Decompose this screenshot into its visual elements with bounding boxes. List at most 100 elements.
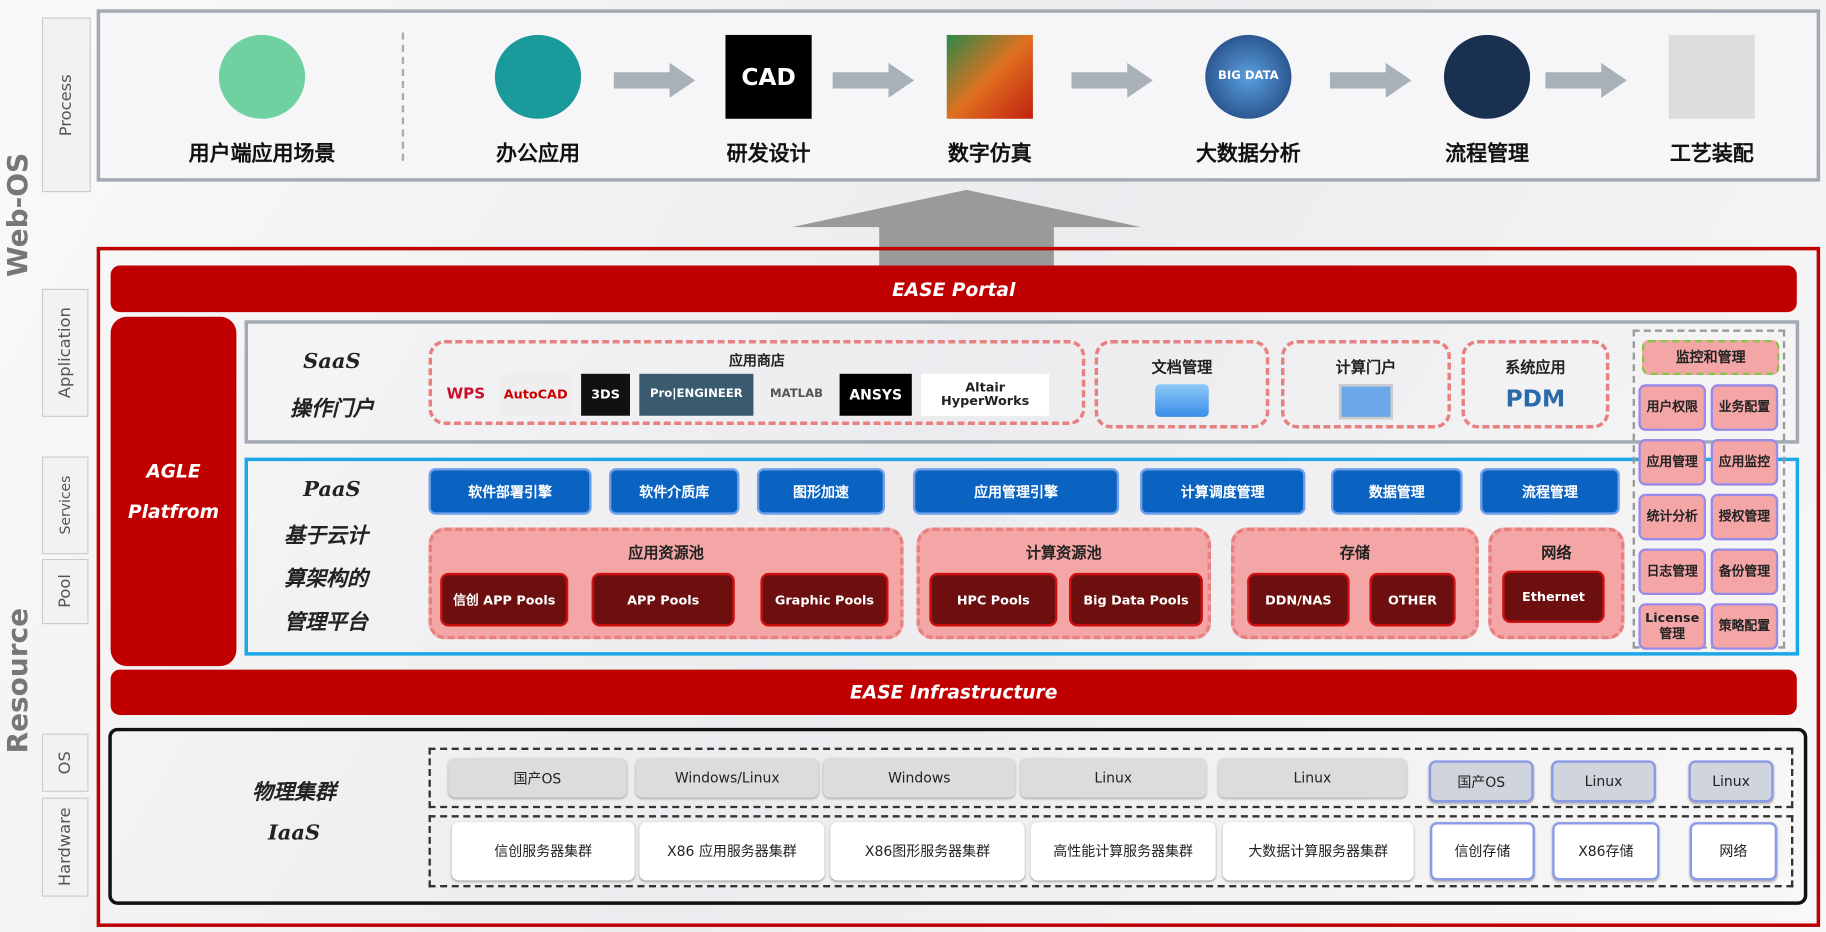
pool-item[interactable]: Big Data Pools bbox=[1069, 572, 1203, 627]
paas-sublabel-2: 算架构的 bbox=[284, 567, 368, 592]
gear-gavel-icon bbox=[1443, 34, 1531, 119]
process-label: Process bbox=[41, 17, 91, 193]
monitor-item[interactable]: 应用管理 bbox=[1638, 439, 1706, 486]
right-arrow-icon bbox=[1071, 62, 1153, 98]
process-step-label: 研发设计 bbox=[726, 142, 811, 167]
pool-item[interactable]: DDN/NAS bbox=[1247, 572, 1350, 627]
service-button[interactable]: 软件部署引擎 bbox=[428, 468, 592, 515]
right-arrow-icon bbox=[1329, 62, 1412, 98]
hardware-item[interactable]: X86存储 bbox=[1552, 822, 1660, 881]
pool-item[interactable]: APP Pools bbox=[591, 572, 735, 627]
compute-portal[interactable]: 计算门户 bbox=[1280, 340, 1451, 429]
pool-title: 应用资源池 bbox=[628, 544, 704, 563]
os-item[interactable]: Windows/Linux bbox=[635, 758, 819, 798]
hardware-item[interactable]: 信创服务器集群 bbox=[451, 822, 635, 881]
os-item[interactable]: Windows bbox=[823, 758, 1016, 798]
monitor-panel bbox=[1632, 329, 1786, 649]
services-label: Services bbox=[41, 456, 89, 555]
service-button[interactable]: 数据管理 bbox=[1331, 468, 1463, 515]
service-button[interactable]: 计算调度管理 bbox=[1140, 468, 1306, 515]
monitor-item[interactable]: 统计分析 bbox=[1638, 493, 1706, 541]
os-item[interactable]: Linux bbox=[1551, 760, 1656, 803]
monitor-item[interactable]: License管理 bbox=[1638, 603, 1706, 650]
os-label: OS bbox=[41, 733, 89, 792]
system-app[interactable]: 系统应用 PDM bbox=[1461, 340, 1610, 429]
platform-line1: AGLE bbox=[146, 459, 201, 483]
iaas-panel bbox=[108, 727, 1808, 905]
os-item[interactable]: 国产OS bbox=[448, 758, 627, 798]
app-logo[interactable]: 3DS bbox=[581, 373, 630, 416]
resource-label: Resource bbox=[1, 608, 34, 754]
ease-infrastructure-bar: EASE Infrastructure bbox=[110, 669, 1797, 716]
hardware-row bbox=[428, 815, 1794, 888]
paas-panel bbox=[244, 457, 1800, 656]
service-button[interactable]: 图形加速 bbox=[756, 468, 886, 515]
hardware-item[interactable]: X86图形服务器集群 bbox=[830, 822, 1025, 881]
folder-chart-icon bbox=[1155, 384, 1209, 417]
big-data-globe-icon: BIG DATA bbox=[1205, 34, 1292, 119]
pool-item[interactable]: Graphic Pools bbox=[760, 572, 889, 627]
right-arrow-icon bbox=[613, 62, 696, 98]
doc-title: 文档管理 bbox=[1151, 359, 1213, 378]
ease-portal-bar: EASE Portal bbox=[110, 265, 1797, 313]
os-item[interactable]: Linux bbox=[1020, 758, 1207, 798]
paas-label: PaaS bbox=[303, 477, 361, 502]
app-logo[interactable]: ANSYS bbox=[839, 373, 912, 416]
monitor-item[interactable]: 策略配置 bbox=[1710, 603, 1779, 650]
monitor-item[interactable]: 业务配置 bbox=[1710, 384, 1779, 431]
assembly-parts-icon bbox=[1668, 34, 1755, 119]
app-logo[interactable]: Pro|ENGINEER bbox=[639, 373, 754, 416]
iaas-sublabel: IaaS bbox=[267, 820, 321, 846]
hardware-item[interactable]: 信创存储 bbox=[1430, 822, 1535, 881]
right-arrow-icon bbox=[1545, 62, 1627, 98]
monitor-item[interactable]: 用户权限 bbox=[1638, 384, 1706, 431]
matlab-surface-icon bbox=[946, 34, 1033, 119]
os-row bbox=[428, 747, 1794, 809]
platform-line2: Platfrom bbox=[127, 500, 220, 523]
paas-sublabel-3: 管理平台 bbox=[284, 610, 368, 635]
process-step-label: 数字仿真 bbox=[947, 142, 1032, 167]
pool-title: 计算资源池 bbox=[1025, 544, 1102, 563]
hardware-item[interactable]: 网络 bbox=[1689, 822, 1778, 881]
right-arrow-icon bbox=[832, 62, 915, 98]
app-logo[interactable]: AutoCAD bbox=[499, 373, 572, 416]
paas-sublabel-1: 基于云计 bbox=[284, 524, 368, 549]
monitor-item[interactable]: 授权管理 bbox=[1710, 493, 1779, 541]
process-step-label: 办公应用 bbox=[496, 142, 580, 167]
pool-item[interactable]: HPC Pools bbox=[929, 572, 1058, 627]
process-step-label: 工艺装配 bbox=[1669, 142, 1754, 167]
saas-sublabel: 操作门户 bbox=[289, 397, 374, 422]
hardware-item[interactable]: X86 应用服务器集群 bbox=[639, 822, 825, 881]
service-button[interactable]: 流程管理 bbox=[1480, 468, 1620, 515]
agle-platform-box: AGLE Platfrom bbox=[110, 316, 237, 667]
blueprint-icon bbox=[1339, 384, 1393, 420]
hardware-item[interactable]: 大数据计算服务器集群 bbox=[1222, 822, 1414, 881]
monitor-item[interactable]: 应用监控 bbox=[1710, 439, 1779, 486]
system-app-title: 系统应用 bbox=[1505, 359, 1566, 378]
iaas-label: 物理集群 bbox=[252, 780, 336, 805]
doc-management[interactable]: 文档管理 bbox=[1094, 340, 1270, 429]
process-step-label: 用户端应用场景 bbox=[188, 142, 336, 167]
pool-item[interactable]: Ethernet bbox=[1502, 570, 1605, 624]
app-logo[interactable]: WPS bbox=[446, 385, 486, 403]
app-logo[interactable]: Altair HyperWorks bbox=[921, 373, 1050, 416]
service-button[interactable]: 应用管理引擎 bbox=[912, 468, 1120, 515]
web-os-label: Web-OS bbox=[1, 153, 34, 278]
divider bbox=[401, 32, 405, 161]
service-button[interactable]: 软件介质库 bbox=[609, 468, 740, 515]
process-step-label: 流程管理 bbox=[1445, 142, 1529, 167]
app-logo[interactable]: MATLAB bbox=[762, 373, 831, 416]
saas-panel bbox=[244, 320, 1800, 444]
monitor-item[interactable]: 备份管理 bbox=[1710, 548, 1779, 596]
compute-portal-title: 计算门户 bbox=[1335, 359, 1397, 378]
os-item[interactable]: 国产OS bbox=[1428, 760, 1534, 803]
os-item[interactable]: Linux bbox=[1688, 760, 1774, 803]
hardware-item[interactable]: 高性能计算服务器集群 bbox=[1030, 822, 1216, 881]
hardware-label: Hardware bbox=[41, 797, 89, 897]
os-item[interactable]: Linux bbox=[1218, 758, 1407, 798]
monitor-item[interactable]: 日志管理 bbox=[1638, 548, 1706, 596]
pool-item[interactable]: 信创 APP Pools bbox=[440, 572, 569, 627]
pool-item[interactable]: OTHER bbox=[1369, 572, 1456, 627]
pool-label: Pool bbox=[41, 558, 89, 625]
